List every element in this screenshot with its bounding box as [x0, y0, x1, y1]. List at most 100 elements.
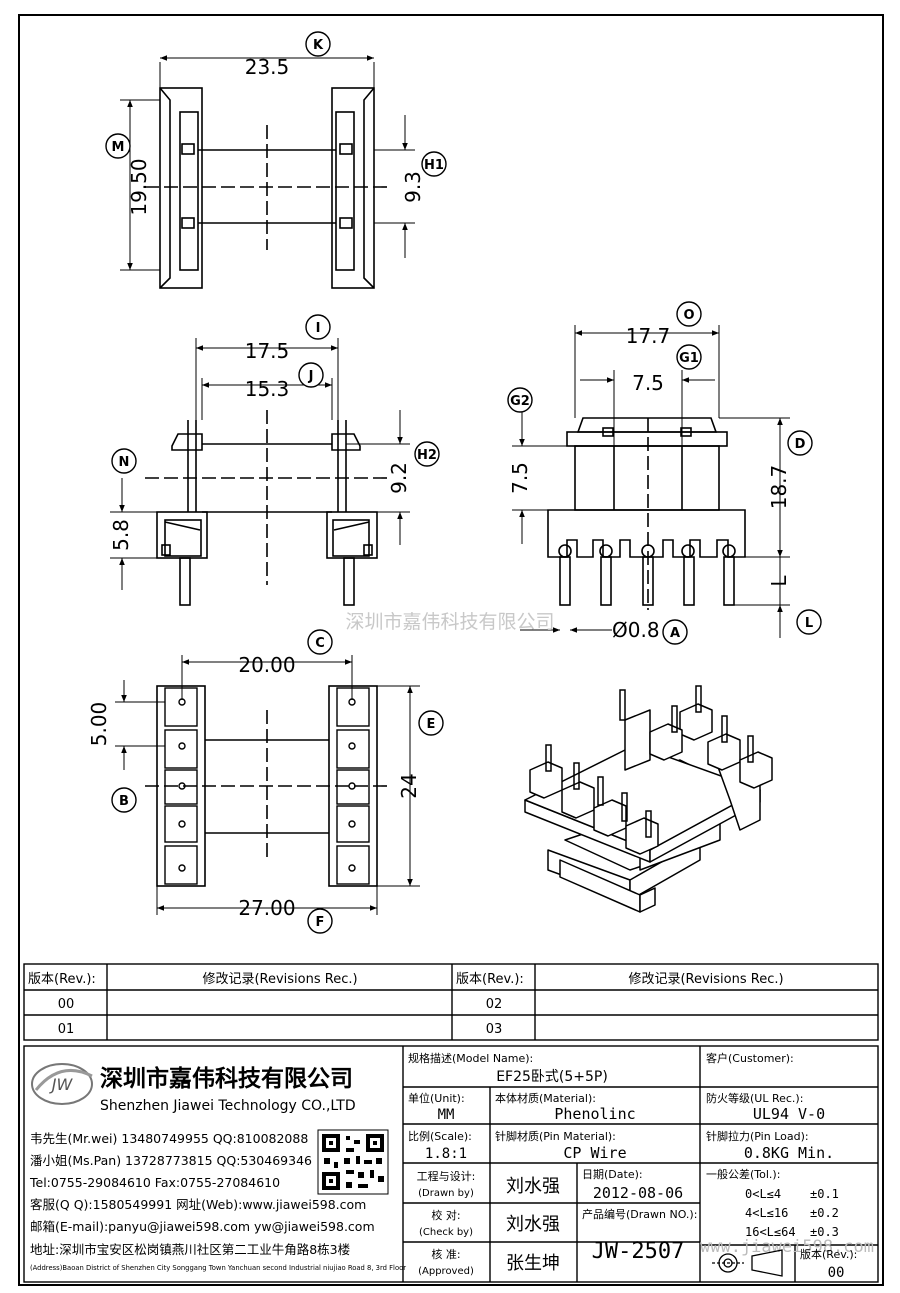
callout-j: J — [308, 369, 314, 384]
callout-m: M — [112, 140, 125, 155]
approved-label-cn: 核 准: — [431, 1247, 460, 1261]
check-label-cn: 校 对: — [431, 1208, 460, 1222]
rev-cell: 02 — [486, 997, 503, 1012]
callout-labels: K M H1 I J N H2 O G1 G2 D L A C E B F — [112, 38, 814, 930]
dim-g1: 7.5 — [632, 371, 664, 395]
ul-value: UL94 V-0 — [753, 1105, 825, 1123]
rev-cell: 01 — [58, 1022, 75, 1037]
isometric-view — [524, 703, 773, 913]
bottom-view — [145, 685, 390, 887]
callout-l: L — [805, 616, 813, 631]
tol-range: 4<L≤16 — [745, 1206, 788, 1220]
check-label-en: (Check by) — [419, 1227, 473, 1238]
unit-value: MM — [438, 1107, 455, 1123]
dim-c: 20.00 — [238, 653, 295, 677]
bottom-view-dims — [115, 655, 420, 915]
title-block-grid — [23, 1045, 879, 1283]
side-view — [110, 338, 410, 606]
logo-text: JW — [49, 1075, 74, 1094]
contact-list: 韦先生(Mr.wei) 13480749955 QQ:810082088 潘小姐… — [29, 1131, 406, 1272]
rev-value: 00 — [828, 1265, 845, 1281]
dim-m: 19.50 — [127, 158, 151, 215]
tol-value: ±0.3 — [810, 1225, 839, 1239]
drawn-value: 刘水强 — [506, 1176, 560, 1197]
dim-j: 15.3 — [245, 377, 290, 401]
dim-e: 24 — [397, 773, 421, 798]
company-name-en: Shenzhen Jiawei Technology CO.,LTD — [100, 1098, 356, 1114]
bottom-view-pins — [164, 687, 370, 885]
callout-c: C — [315, 636, 325, 651]
tol-range: 16<L≤64 — [745, 1225, 796, 1239]
drawn-label-en: (Drawn by) — [418, 1188, 474, 1199]
contact-line: 韦先生(Mr.wei) 13480749955 QQ:810082088 — [30, 1131, 308, 1146]
company-name-cn: 深圳市嘉伟科技有限公司 — [100, 1065, 353, 1092]
address-en: (Address)Baoan District of Shenzhen City… — [30, 1264, 406, 1272]
dim-g2: 7.5 — [508, 462, 532, 494]
isometric-pins — [545, 685, 754, 838]
contact-line: 客服(Q Q):1580549991 网址(Web):www.jiawei598… — [30, 1197, 366, 1212]
contact-line: 地址:深圳市宝安区松岗镇燕川社区第二工业牛角路8栋3楼 — [30, 1242, 350, 1257]
dim-d: 18.7 — [767, 465, 791, 510]
ul-label: 防火等级(UL Rec.): — [706, 1091, 803, 1105]
rev-cell: 00 — [58, 997, 75, 1012]
customer-label: 客户(Customer): — [706, 1051, 794, 1065]
contact-line: Tel:0755-29084610 Fax:0755-27084610 — [29, 1175, 280, 1190]
top-view — [120, 55, 415, 289]
dim-n: 5.8 — [109, 519, 133, 551]
tol-value: ±0.1 — [810, 1187, 839, 1201]
rev-header-1: 版本(Rev.): — [28, 972, 96, 987]
callout-d: D — [795, 437, 806, 452]
callout-o: O — [683, 308, 694, 323]
dim-f: 27.00 — [238, 896, 295, 920]
drawing-frame — [18, 14, 884, 1286]
company-logo: JW — [31, 1063, 93, 1105]
qr-code — [317, 1129, 389, 1195]
callout-h1: H1 — [424, 158, 444, 173]
contact-line: 潘小姐(Ms.Pan) 13728773815 QQ:530469346 — [30, 1153, 312, 1168]
rec-header-1: 修改记录(Revisions Rec.) — [202, 972, 357, 987]
front-view — [512, 325, 790, 638]
projection-symbol-icon — [712, 1249, 783, 1277]
drawn-no-label: 产品编号(Drawn NO.): — [582, 1207, 697, 1221]
rev-label: 版本(Rev.): — [800, 1247, 857, 1261]
date-label: 日期(Date): — [582, 1168, 643, 1181]
pin-material-value: CP Wire — [563, 1144, 626, 1162]
pin-load-label: 针脚拉力(Pin Load): — [706, 1129, 809, 1143]
callout-h2: H2 — [417, 448, 437, 463]
tol-value: ±0.2 — [810, 1206, 839, 1220]
callout-a: A — [670, 626, 680, 641]
callout-k: K — [313, 38, 324, 53]
drawn-no-value: JW-2507 — [592, 1239, 685, 1264]
dim-h1: 9.3 — [401, 171, 425, 203]
watermark: 深圳市嘉伟科技有限公司 — [345, 611, 554, 633]
revision-table — [23, 963, 879, 1041]
tol-range: 0<L≤4 — [745, 1187, 781, 1201]
dim-o: 17.7 — [626, 324, 671, 348]
callout-f: F — [316, 915, 325, 930]
approved-label-en: (Approved) — [418, 1266, 474, 1277]
callout-g1: G1 — [679, 351, 699, 366]
revision-table-text: 版本(Rev.): 修改记录(Revisions Rec.) 版本(Rev.):… — [28, 972, 784, 1037]
material-label: 本体材质(Material): — [495, 1091, 596, 1105]
scale-label: 比例(Scale): — [408, 1129, 472, 1143]
unit-label: 单位(Unit): — [408, 1091, 465, 1105]
rec-header-2: 修改记录(Revisions Rec.) — [628, 972, 783, 987]
rev-header-2: 版本(Rev.): — [456, 972, 524, 987]
callout-n: N — [119, 455, 130, 470]
dim-l: L — [767, 575, 791, 587]
callout-b: B — [119, 794, 129, 809]
url-watermark: www.jiawei598.com — [700, 1237, 874, 1257]
pin-material-label: 针脚材质(Pin Material): — [495, 1129, 616, 1143]
drawn-label-cn: 工程与设计: — [417, 1170, 476, 1183]
dim-k: 23.5 — [245, 55, 290, 79]
dim-i: 17.5 — [245, 339, 290, 363]
material-value: Phenolinc — [554, 1105, 635, 1123]
callout-e: E — [427, 717, 436, 732]
check-value: 刘水强 — [506, 1214, 560, 1235]
tol-label: 一般公差(Tol.): — [706, 1167, 780, 1181]
callout-g2: G2 — [510, 394, 530, 409]
dim-a: Ø0.8 — [612, 618, 660, 642]
contact-line: 邮箱(E-mail):panyu@jiawei598.com yw@jiawei… — [30, 1219, 375, 1234]
rev-cell: 03 — [486, 1022, 503, 1037]
